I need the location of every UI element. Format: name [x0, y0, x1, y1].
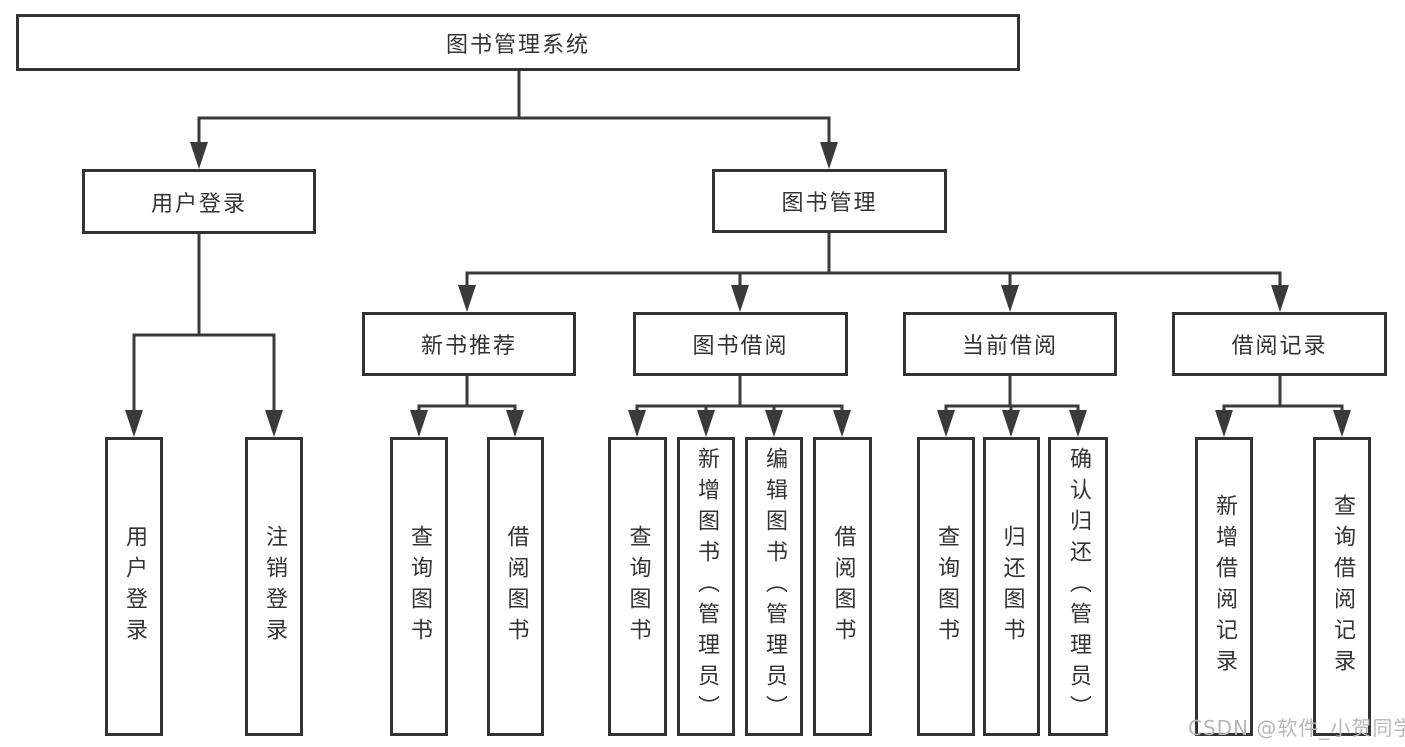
node-new-book-recommend: 新书推荐	[362, 312, 576, 376]
node-label-edit-book-admin: 编辑图书（管理员）	[762, 447, 787, 726]
node-label-query-book-1: 查询图书	[407, 524, 432, 649]
node-label-return-book: 归还图书	[999, 524, 1025, 649]
arrowhead-down-icon	[265, 410, 283, 437]
node-label-query-borrow-record: 查询借阅记录	[1330, 493, 1355, 680]
node-logout: 注销登录	[245, 437, 303, 736]
node-borrow-book-1: 借阅图书	[487, 437, 544, 736]
node-user-login: 用户登录	[82, 169, 316, 234]
node-label-borrow-book-1: 借阅图书	[503, 524, 529, 649]
node-label-root: 图书管理系统	[445, 32, 590, 58]
arrowhead-down-icon	[697, 410, 715, 437]
node-label-add-borrow-record: 新增借阅记录	[1212, 493, 1237, 680]
node-label-borrow-book-2: 借阅图书	[830, 524, 856, 649]
node-query-book-2: 查询图书	[608, 437, 667, 736]
arrowhead-down-icon	[628, 410, 646, 437]
arrowhead-down-icon	[833, 410, 851, 437]
node-borrow-book-2: 借阅图书	[813, 437, 872, 736]
arrowhead-down-icon	[458, 285, 476, 312]
arrowhead-down-icon	[190, 142, 208, 169]
node-query-borrow-record: 查询借阅记录	[1313, 437, 1371, 736]
node-label-user-login: 用户登录	[150, 191, 247, 217]
node-current-borrowing: 当前借阅	[903, 312, 1117, 376]
node-label-add-book-admin: 新增图书（管理员）	[694, 447, 719, 726]
node-label-user-login-leaf: 用户登录	[122, 524, 147, 649]
arrowhead-down-icon	[1271, 285, 1289, 312]
node-label-query-book-3: 查询图书	[934, 524, 959, 649]
arrowhead-down-icon	[765, 410, 783, 437]
node-add-book-admin: 新增图书（管理员）	[677, 437, 735, 736]
node-query-book-3: 查询图书	[917, 437, 975, 736]
node-label-query-book-2: 查询图书	[625, 524, 651, 649]
node-label-new-book-recommend: 新书推荐	[420, 334, 517, 359]
node-label-current-borrowing: 当前借阅	[961, 334, 1058, 359]
node-book-borrowing: 图书借阅	[633, 312, 848, 376]
node-root: 图书管理系统	[16, 14, 1020, 71]
arrowhead-down-icon	[731, 285, 749, 312]
arrowhead-down-icon	[820, 142, 838, 169]
node-query-book-1: 查询图书	[390, 437, 448, 736]
arrowhead-down-icon	[1069, 410, 1087, 437]
node-book-management: 图书管理	[712, 169, 947, 233]
arrowhead-down-icon	[506, 410, 524, 437]
arrowhead-down-icon	[1001, 285, 1019, 312]
node-label-borrowing-records: 借阅记录	[1231, 334, 1328, 359]
node-edit-book-admin: 编辑图书（管理员）	[745, 437, 803, 736]
arrowhead-down-icon	[125, 410, 143, 437]
node-user-login-leaf: 用户登录	[105, 437, 163, 736]
watermark: CSDN @软件_小贺同学	[1188, 716, 1405, 740]
arrowhead-down-icon	[410, 410, 428, 437]
arrowhead-down-icon	[1333, 410, 1351, 437]
node-borrowing-records: 借阅记录	[1172, 312, 1387, 376]
node-add-borrow-record: 新增借阅记录	[1195, 437, 1253, 736]
node-confirm-return-admin: 确认归还（管理员）	[1048, 437, 1108, 736]
arrowhead-down-icon	[1002, 410, 1020, 437]
node-label-book-management: 图书管理	[781, 191, 878, 216]
node-label-confirm-return-admin: 确认归还（管理员）	[1066, 447, 1091, 726]
node-label-book-borrowing: 图书借阅	[692, 334, 789, 359]
arrowhead-down-icon	[937, 410, 955, 437]
node-label-logout: 注销登录	[262, 524, 287, 649]
node-return-book: 归还图书	[983, 437, 1040, 736]
arrowhead-down-icon	[1215, 410, 1233, 437]
